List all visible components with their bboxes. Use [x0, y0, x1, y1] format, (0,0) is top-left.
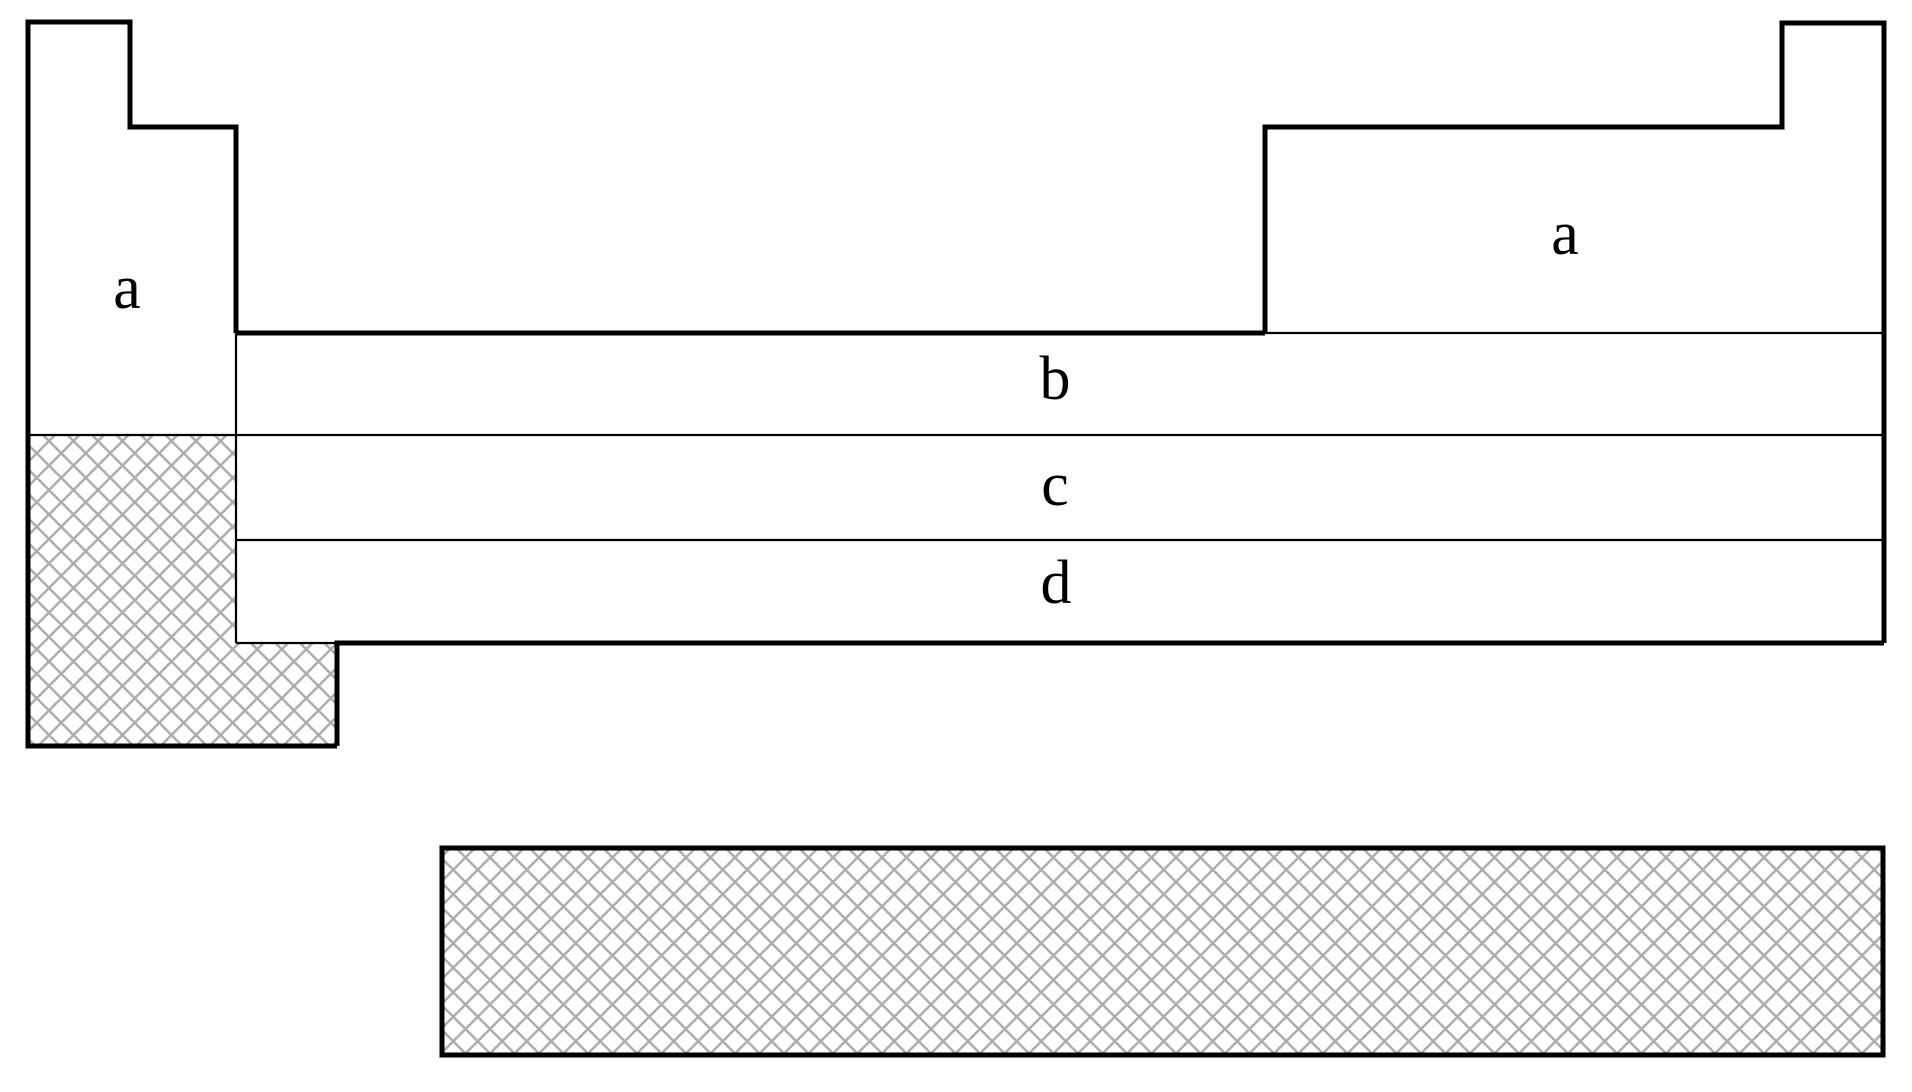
row-d-label: d	[1041, 549, 1072, 617]
f-block-hatched-bar	[439, 845, 1886, 1058]
row-b-label: b	[1040, 345, 1071, 413]
lower-s-block-hatched-region	[28, 435, 337, 746]
s-block-outline	[25, 19, 337, 749]
p-block-outline	[1262, 20, 1887, 643]
p-block-label: a	[1551, 200, 1579, 268]
s-block-label: a	[113, 254, 141, 322]
row-c-label: c	[1041, 451, 1069, 519]
